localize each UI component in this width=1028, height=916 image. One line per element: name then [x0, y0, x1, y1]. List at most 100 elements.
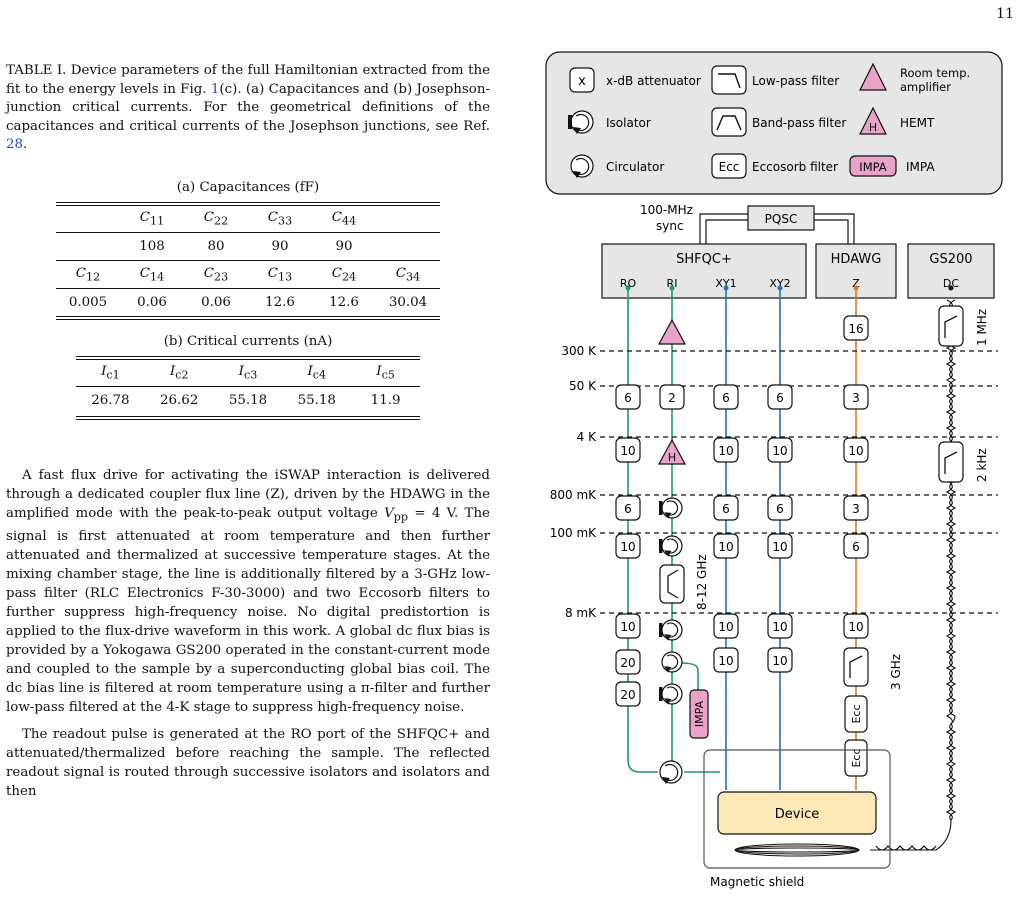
stage-lines — [600, 350, 998, 614]
svg-text:10: 10 — [772, 444, 787, 458]
magnetic-shield-label: Magnetic shield — [710, 875, 804, 889]
device-label: Device — [775, 807, 819, 822]
stage-4k: 4 K — [577, 430, 597, 444]
legend: x x-dB attenuator Low-pass filter Room t… — [545, 51, 1003, 195]
capacitance-table-top: C11 C22 C33 C44 — [139, 209, 357, 228]
critical-current-table-title: (b) Critical currents (nA) — [163, 334, 333, 349]
lowpass-z-label: 3 GHz — [889, 654, 903, 690]
svg-text:6: 6 — [852, 540, 860, 554]
sync-label-1: 100-MHz — [640, 203, 693, 217]
lowpass-dc-1-label: 1 MHz — [975, 309, 989, 346]
svg-text:10: 10 — [772, 620, 787, 634]
svg-text:x: x — [578, 74, 586, 89]
ref-link[interactable]: 28 — [6, 137, 24, 152]
svg-text:Ecc: Ecc — [850, 704, 863, 723]
bandpass-legend-icon — [711, 107, 747, 137]
svg-text:GS200: GS200 — [929, 252, 972, 267]
body-text: A fast flux drive for activating the iSW… — [6, 466, 490, 801]
svg-text:XY1: XY1 — [715, 277, 736, 290]
svg-text:16: 16 — [848, 322, 863, 336]
svg-text:10: 10 — [718, 540, 733, 554]
svg-text:3: 3 — [852, 502, 860, 516]
legend-attenuator: x-dB attenuator — [606, 74, 701, 88]
pqsc-box — [747, 205, 815, 231]
stage-100mk: 100 mK — [550, 526, 597, 540]
impa-legend-icon — [849, 155, 897, 177]
svg-text:6: 6 — [776, 502, 784, 516]
svg-text:H: H — [668, 451, 676, 464]
impa-icon — [689, 689, 709, 739]
bias-coil-icon — [734, 843, 860, 857]
critical-current-table-head: Ic1 Ic2 Ic3 Ic4 Ic5 — [101, 363, 395, 382]
table-rule — [56, 232, 440, 233]
legend-circulator: Circulator — [606, 160, 664, 174]
svg-text:Z: Z — [852, 277, 860, 290]
device-box — [717, 791, 877, 835]
legend-isolator: Isolator — [606, 116, 651, 130]
bandpass-label: 8-12 GHz — [695, 554, 709, 610]
wiring-diagram: x x-dB attenuator Low-pass filter Room t… — [545, 51, 1003, 889]
svg-text:6: 6 — [624, 502, 632, 516]
svg-text:IMPA: IMPA — [693, 700, 706, 727]
shfqc-box — [601, 243, 807, 299]
lowpass-filter-dc-1-icon — [938, 305, 964, 347]
stage-300k: 300 K — [561, 344, 597, 358]
legend-hemt: HEMT — [900, 116, 935, 130]
svg-text:10: 10 — [620, 540, 635, 554]
svg-text:SHFQC+: SHFQC+ — [676, 252, 732, 267]
legend-rt-amp-1: Room temp. — [900, 66, 970, 80]
dc-twisted-line — [870, 299, 957, 851]
hemt-icon — [657, 438, 687, 465]
lowpass-filter-z-icon — [843, 647, 869, 687]
svg-text:HDAWG: HDAWG — [831, 252, 882, 267]
eccosorb-icon-2 — [844, 739, 868, 777]
capacitance-table-values: 108 80 90 90 — [139, 239, 353, 254]
lowpass-dc-2-label: 2 kHz — [975, 448, 989, 482]
sync-label-2: sync — [656, 219, 684, 233]
table-rule — [56, 288, 440, 289]
svg-text:20: 20 — [620, 688, 635, 702]
svg-text:10: 10 — [718, 444, 733, 458]
table-rule — [56, 316, 440, 320]
svg-text:Ecc: Ecc — [719, 160, 740, 174]
legend-bandpass: Band-pass filter — [752, 116, 846, 130]
paragraph-readout: The readout pulse is generated at the RO… — [6, 726, 490, 799]
svg-text:10: 10 — [718, 620, 733, 634]
svg-text:10: 10 — [848, 620, 863, 634]
eccosorb-icon-1 — [844, 695, 868, 733]
paragraph-flux-drive: A fast flux drive for activating the iSW… — [6, 468, 490, 715]
svg-text:6: 6 — [776, 391, 784, 405]
svg-text:PQSC: PQSC — [765, 212, 798, 226]
rt-amplifier-icon — [657, 318, 687, 345]
svg-text:RO: RO — [620, 277, 637, 290]
magnetic-shield — [703, 749, 891, 869]
legend-rt-amp-2: amplifier — [900, 80, 951, 94]
svg-text:6: 6 — [722, 502, 730, 516]
capacitance-table-bottom: C12 C14 C23 C13 C24 C34 — [75, 265, 421, 284]
svg-text:10: 10 — [772, 654, 787, 668]
svg-text:10: 10 — [620, 444, 635, 458]
svg-text:Ecc: Ecc — [850, 748, 863, 767]
svg-text:2: 2 — [668, 391, 676, 405]
bandpass-filter-icon — [659, 564, 685, 604]
table-caption: TABLE I. Device parameters of the full H… — [6, 63, 490, 152]
legend-impa: IMPA — [906, 160, 935, 174]
lowpass-filter-dc-2-icon — [938, 441, 964, 483]
isolators — [659, 497, 683, 705]
svg-text:20: 20 — [620, 656, 635, 670]
table-rule — [76, 416, 420, 420]
table-rule — [56, 202, 440, 206]
svg-text:IMPA: IMPA — [859, 160, 887, 174]
eccosorb-legend-icon — [711, 153, 747, 179]
capacitance-table-title: (a) Capacitances (fF) — [176, 180, 320, 195]
svg-text:10: 10 — [718, 654, 733, 668]
svg-text:RI: RI — [667, 277, 678, 290]
svg-text:H: H — [869, 121, 877, 134]
svg-text:10: 10 — [848, 444, 863, 458]
svg-text:DC: DC — [943, 277, 959, 290]
fig-ref-link[interactable]: 1 — [210, 81, 220, 97]
amplifier-legend-icon — [859, 62, 887, 91]
lowpass-legend-icon — [711, 65, 747, 95]
stage-8mk: 8 mK — [565, 606, 597, 620]
page-number: 11 — [996, 6, 1014, 22]
